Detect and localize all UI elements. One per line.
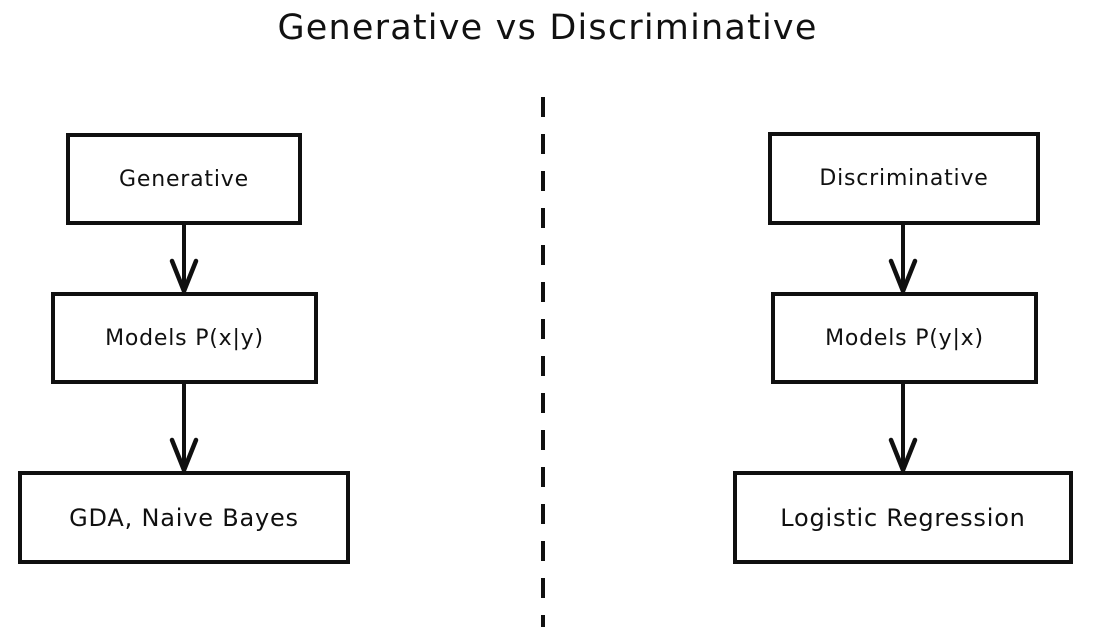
arrow-generative-to-models (169, 223, 199, 294)
arrow-models-to-examples (169, 382, 199, 473)
page-title: Generative vs Discriminative (277, 8, 818, 48)
arrow-head-icon (888, 437, 918, 473)
node-label: Generative (119, 166, 249, 192)
node-label: Models P(y|x) (825, 325, 984, 351)
node-box-generative-3[interactable]: GDA, Naive Bayes (18, 471, 350, 564)
node-label: Logistic Regression (780, 503, 1026, 532)
node-box-discriminative-2[interactable]: Models P(y|x) (771, 292, 1038, 384)
dashed-vertical-divider (541, 97, 545, 627)
arrow-head-icon (169, 258, 199, 294)
node-label: Models P(x|y) (105, 325, 264, 351)
node-box-generative-1[interactable]: Generative (66, 133, 302, 225)
node-box-generative-2[interactable]: Models P(x|y) (51, 292, 318, 384)
arrow-discriminative-to-models (888, 223, 918, 294)
arrow-head-icon (888, 258, 918, 294)
node-box-discriminative-1[interactable]: Discriminative (768, 132, 1040, 225)
arrow-head-icon (169, 437, 199, 473)
node-label: Discriminative (819, 166, 989, 191)
node-label: GDA, Naive Bayes (69, 503, 299, 532)
arrow-models-to-examples (888, 382, 918, 473)
node-box-discriminative-3[interactable]: Logistic Regression (733, 471, 1073, 564)
